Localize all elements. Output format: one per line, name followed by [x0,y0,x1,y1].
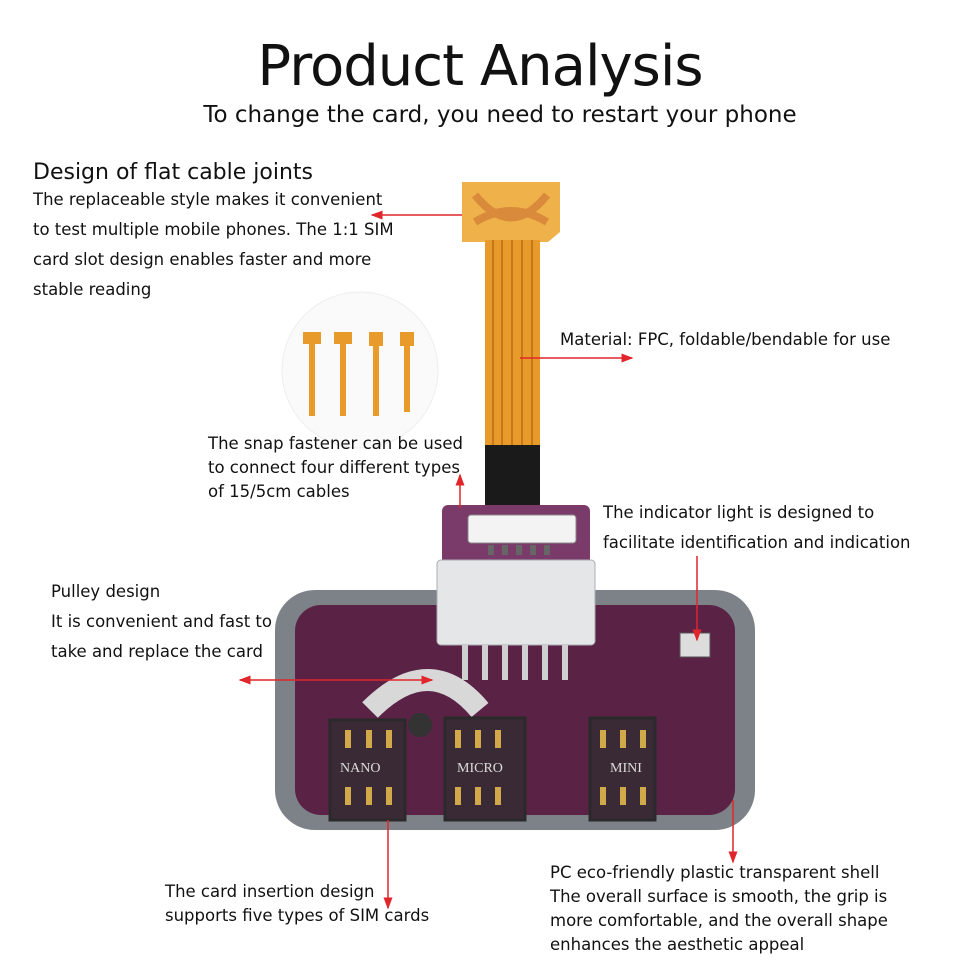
callout-heading: Design of flat cable joints [33,160,314,185]
callout-line: card slot design enables faster and more [33,250,372,269]
cable-types-inset [281,291,439,449]
callout-line: It is convenient and fast to [51,612,272,631]
callout-line: The card insertion design [165,882,375,901]
callout-cable-joints: Design of flat cable joints The replacea… [33,160,394,305]
slot-label-mini: MINI [610,761,642,776]
callout-line: to connect four different types [208,458,460,477]
callout-line: The indicator light is designed to [603,503,875,522]
transparent-shell: NANO MICRO MINI [275,559,755,830]
callout-line: enhances the aesthetic appeal [550,935,805,954]
callout-indicator: The indicator light is designed to facil… [603,498,911,558]
callout-line: more comfortable, and the overall shape [550,911,888,930]
page-title: Product Analysis [257,34,703,99]
page-subtitle: To change the card, you need to restart … [203,102,797,128]
callout-arrows [238,210,738,910]
callout-line: stable reading [33,280,152,299]
callout-line: facilitate identification and indication [603,533,911,552]
callout-line: The replaceable style makes it convenien… [33,190,383,209]
callout-snap: The snap fastener can be used to connect… [208,432,463,504]
slot-label-micro: MICRO [457,761,503,776]
connector [442,505,590,565]
callout-line: The overall surface is smooth, the grip … [550,887,888,906]
callout-line: of 15/5cm cables [208,482,350,501]
callout-line: take and replace the card [51,642,263,661]
callout-line: Pulley design [51,582,161,601]
callout-line: The snap fastener can be used [208,434,464,453]
callout-line: to test multiple mobile phones. The 1:1 … [33,220,394,239]
fpc-cable [462,182,560,507]
callout-pulley: Pulley design It is convenient and fast … [51,577,272,667]
callout-card-insertion: The card insertion design supports five … [165,880,429,928]
callout-shell: PC eco-friendly plastic transparent shel… [550,861,888,957]
callout-line: supports five types of SIM cards [165,906,430,925]
slot-label-nano: NANO [340,761,380,776]
callout-material: Material: FPC, foldable/bendable for use [560,330,891,349]
callout-line: PC eco-friendly plastic transparent shel… [550,863,880,882]
